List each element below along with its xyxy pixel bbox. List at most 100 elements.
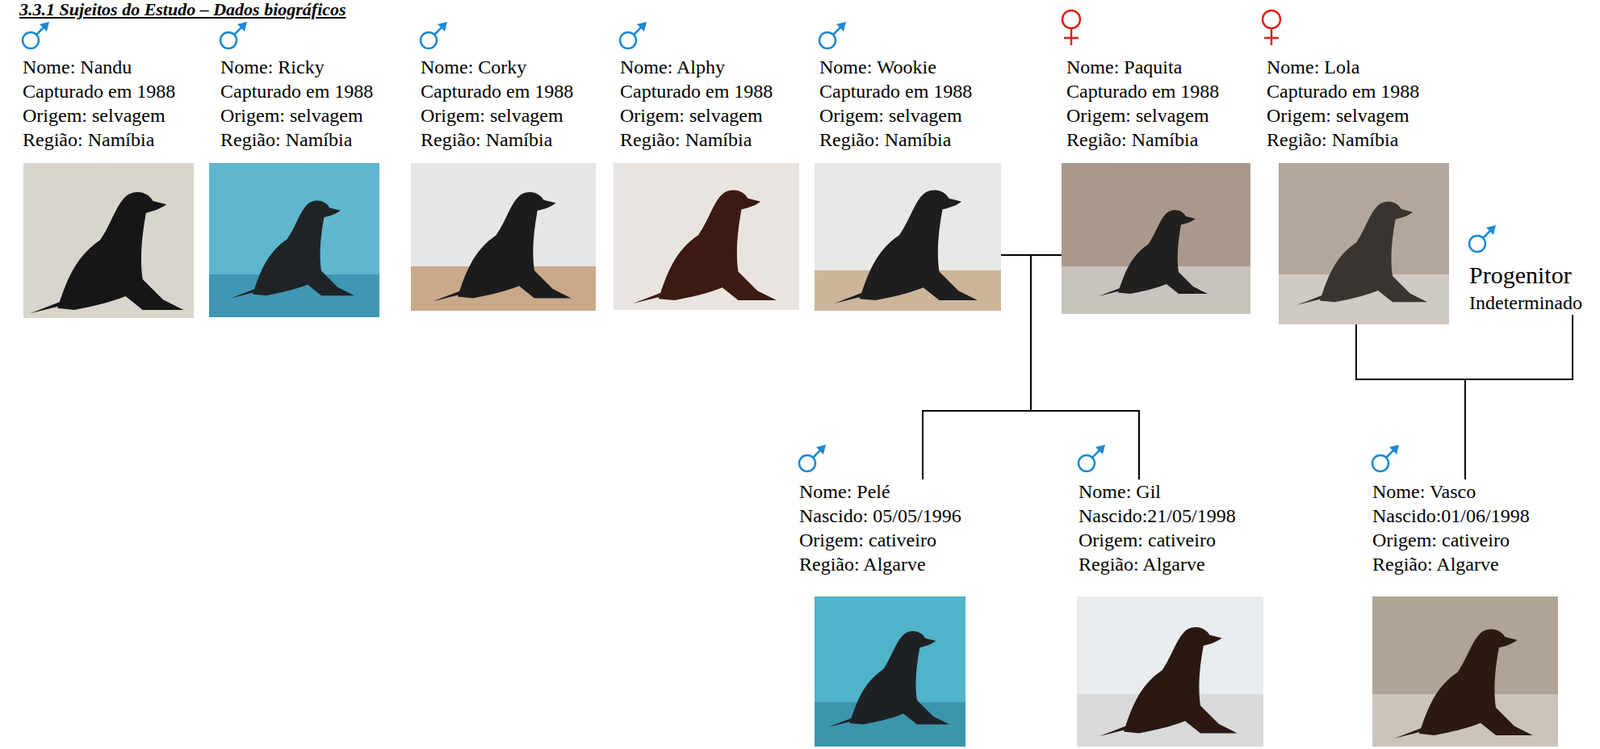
info-line: Capturado em 1988 [220,79,373,104]
seal-card: Nome: CorkyCapturado em 1988Origem: selv… [410,54,596,311]
seal-figure [1098,209,1208,297]
text-block: Nome: GilNascido:21/05/1998Origem: cativ… [1078,479,1236,577]
photo-ground [23,163,194,319]
male-symbol [1078,444,1106,472]
name-line: Progenitor [1469,259,1583,291]
info-line: Região: Namíbia [22,127,176,152]
seal-photo [23,163,194,319]
name-line: Nome: Gil [1078,479,1236,504]
seal-photo [814,163,1002,311]
text-block: Nome: CorkyCapturado em 1988Origem: selv… [420,54,574,152]
info-line: Região: Algarve [1372,552,1530,577]
photo-ground [613,163,800,310]
info-line: Origem: selvagem [220,103,373,128]
seal-figure [433,192,572,302]
seal-card: Nome: AlphyCapturado em 1988Origem: selv… [613,54,800,310]
info-line: Origem: cativeiro [1078,527,1236,553]
seal-card: Nome: VascoNascido:01/06/1998Origem: cat… [1372,479,1559,747]
text-block: Nome: NanduCapturado em 1988Origem: selv… [22,54,176,152]
seal-figure [1296,201,1428,306]
seal-figure [828,631,950,728]
male-symbol [1372,444,1399,472]
info-line: Região: Namíbia [819,127,972,152]
info-line: Origem: selvagem [22,103,176,128]
info-line: Região: Namíbia [619,127,773,152]
text-block: ProgenitorIndeterminado [1469,259,1583,315]
seal-figure [230,201,355,299]
seal-photo [410,163,596,311]
info-line: Região: Algarve [799,552,962,577]
name-line: Nome: Vasco [1372,479,1530,504]
section-title: 3.3.1 Sujeitos do Estudo – Dados biográf… [19,0,347,20]
text-block: Nome: RickyCapturado em 1988Origem: selv… [220,54,373,152]
female-symbol [1262,10,1281,46]
info-line: Indeterminado [1469,290,1583,315]
text-block: Nome: VascoNascido:01/06/1998Origem: cat… [1372,479,1530,577]
info-line: Nascido: 05/05/1996 [799,503,962,528]
family-line [1356,324,1466,480]
family-line [922,255,1031,480]
photo-ground [814,163,1002,311]
family-line [1465,314,1573,480]
seal-photo [613,163,800,310]
seal-card: Nome: RickyCapturado em 1988Origem: selv… [209,54,380,318]
info-line: Origem: selvagem [619,103,773,128]
name-line: Nome: Alphy [619,54,773,80]
family-line [922,255,1062,480]
info-line: Origem: cativeiro [799,527,962,553]
photo-ground [1372,596,1559,747]
info-line: Nascido:21/05/1998 [1078,503,1236,528]
seal-figure [29,192,184,314]
text-block: Nome: PeléNascido: 05/05/1996Origem: cat… [799,479,962,577]
info-line: Origem: selvagem [420,103,574,128]
info-line: Região: Namíbia [420,127,574,152]
seal-photo [1076,596,1264,747]
photo-ground [209,163,380,318]
text-block: Nome: WookieCapturado em 1988Origem: sel… [819,54,972,152]
info-line: Região: Algarve [1078,552,1236,577]
male-symbol [420,21,448,49]
text-block: Nome: AlphyCapturado em 1988Origem: selv… [619,54,773,152]
name-line: Nome: Nandu [22,54,176,80]
seal-photo [209,163,380,318]
male-symbol [22,21,50,49]
text-block: Nome: LolaCapturado em 1988Origem: selva… [1266,54,1420,152]
seal-photo [1278,163,1450,325]
male-symbol [220,21,248,49]
name-line: Nome: Lola [1266,54,1420,80]
text-block: Nome: PaquitaCapturado em 1988Origem: se… [1066,54,1219,152]
seal-card: ProgenitorIndeterminado [1469,259,1586,315]
seal-card: Nome: PeléNascido: 05/05/1996Origem: cat… [799,479,966,747]
info-line: Capturado em 1988 [619,79,773,104]
family-line [1001,255,1140,480]
family-line [1030,255,1140,480]
male-symbol [619,21,647,49]
info-line: Nascido:01/06/1998 [1372,503,1530,528]
seal-figure [632,189,777,304]
name-line: Nome: Corky [420,54,574,80]
male-symbol [819,21,847,49]
photo-ground [1278,163,1450,325]
info-line: Capturado em 1988 [22,79,176,104]
seal-figure [833,189,978,304]
info-line: Região: Namíbia [220,127,373,152]
info-line: Origem: selvagem [1266,103,1420,128]
info-line: Região: Namíbia [1066,127,1219,152]
seal-card: Nome: GilNascido:21/05/1998Origem: cativ… [1076,479,1264,747]
info-line: Capturado em 1988 [1266,79,1420,104]
seal-photo [1061,163,1251,315]
photo-ground [814,596,966,747]
photo-ground [1076,596,1264,747]
male-symbol [1469,225,1496,252]
photo-ground [410,163,596,311]
photo-ground [1061,163,1251,315]
female-symbol [1062,10,1081,46]
info-line: Capturado em 1988 [1066,79,1219,104]
name-line: Nome: Pelé [799,479,962,504]
seal-card: Nome: WookieCapturado em 1988Origem: sel… [814,54,1002,311]
seal-photo [1372,596,1559,747]
info-line: Origem: cativeiro [1372,527,1530,553]
info-line: Origem: selvagem [819,103,972,128]
seal-card: Nome: LolaCapturado em 1988Origem: selva… [1266,54,1450,325]
